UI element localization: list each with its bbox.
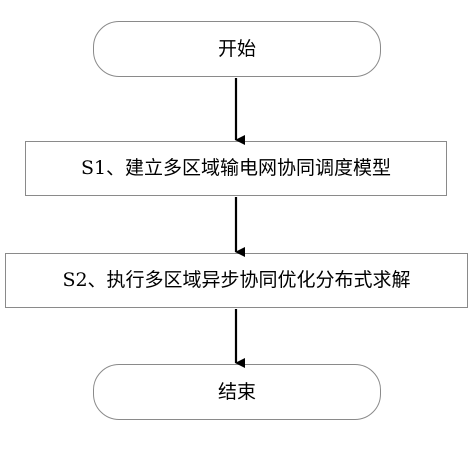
end-node: 结束 (93, 364, 381, 420)
step-s1-node: S1、建立多区域输电网协同调度模型 (25, 141, 447, 196)
end-node-label: 结束 (217, 380, 256, 403)
step-s2-node: S2、执行多区域异步协同优化分布式求解 (5, 253, 468, 308)
step-s1-label: S1、建立多区域输电网协同调度模型 (80, 157, 392, 179)
start-node: 开始 (93, 21, 381, 77)
start-node-label: 开始 (217, 37, 256, 60)
step-s2-label: S2、执行多区域异步协同优化分布式求解 (62, 269, 411, 291)
